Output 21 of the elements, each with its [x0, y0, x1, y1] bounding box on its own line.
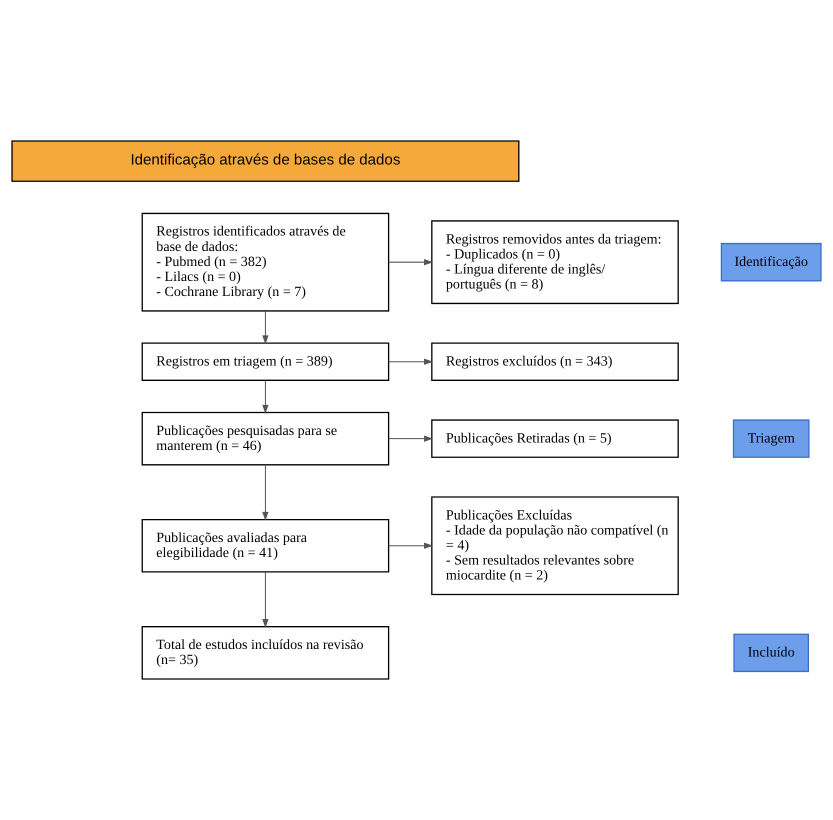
node-box: Registros excluídos (n = 343) [431, 342, 679, 381]
node-box: Total de estudos incluídos na revisão (n= 35) [142, 626, 390, 680]
arrow [262, 311, 269, 344]
node-box: Triagem [732, 419, 810, 458]
node-box: Identificação [720, 242, 822, 282]
arrow [388, 259, 434, 266]
arrow [388, 435, 434, 442]
node-box: Registros identificados através de base de dados: - Pubmed (n = 382) - Lilacs (n = 0) - Cochrane Library (n = 7) [142, 212, 390, 312]
node-box: Incluído [733, 634, 810, 672]
node-box: Publicações avaliadas para elegibilidade (n = 41) [142, 518, 390, 573]
arrow [388, 358, 434, 365]
arrow [262, 464, 269, 521]
node-box: Publicações Excluídas - Idade da população não compatível (n = 4) - Sem resultados relevantes sobre miocardite (n = 2) [431, 496, 679, 596]
arrow [388, 542, 434, 549]
node-box: Publicações pesquisadas para se manterem (n = 46) [142, 412, 390, 466]
arrow [262, 380, 269, 414]
node-box: Registros removidos antes da triagem: - Duplicados (n = 0) - Língua diferente de inglês/ português (n = 8) [431, 220, 679, 304]
node-box: Registros em triagem (n = 389) [142, 342, 390, 381]
node-box: Publicações Retiradas (n = 5) [431, 419, 679, 458]
arrow [262, 572, 269, 628]
node-box: Identificação através de bases de dados [11, 140, 520, 182]
